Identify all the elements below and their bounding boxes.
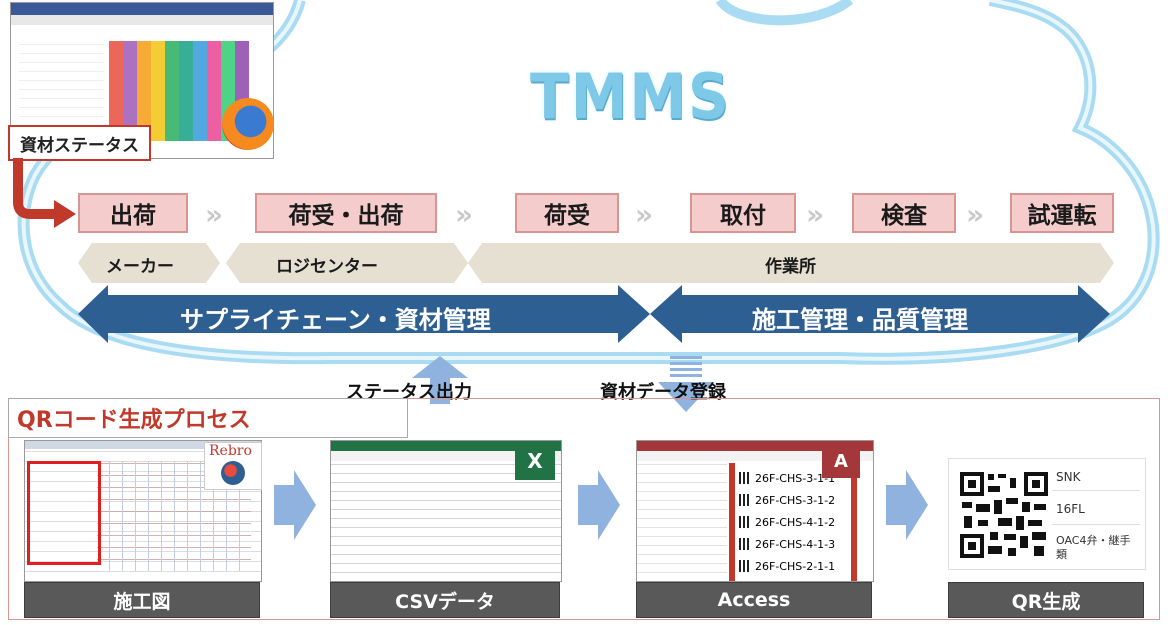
stage-shipping: 出荷: [78, 193, 188, 233]
process-arrow-icon: [578, 470, 620, 540]
stage-install: 取付: [690, 193, 796, 233]
material-register-label: 資材データ登録: [600, 382, 726, 403]
management-bands: [78, 285, 1110, 343]
access-screenshot: 26F-CHS-3-1-1 26F-CHS-3-1-2 26F-CHS-4-1-…: [636, 440, 874, 582]
role-band: [78, 243, 1114, 283]
drawing-screenshot: [24, 440, 262, 582]
process-frame: [8, 398, 1160, 620]
process-arrow-icon: [886, 470, 928, 540]
status-output-label: ステータス出力: [346, 382, 472, 403]
band-supply-chain: サプライチェーン・資材管理: [180, 306, 491, 334]
qr-field-type: OAC4弁・継手類: [1056, 534, 1131, 561]
stage-receive: 荷受: [515, 193, 619, 233]
access-icon: A: [822, 444, 860, 478]
qr-divider: [1052, 524, 1140, 525]
firefox-icon: [222, 98, 274, 150]
access-record: 26F-CHS-2-1-1: [739, 557, 849, 575]
status-tag: 資材ステータス: [8, 125, 151, 161]
stage-receive-ship: 荷受・出荷: [255, 193, 437, 233]
process-arrow-icon: [274, 470, 316, 540]
stage-test-run: 試運転: [1010, 193, 1114, 233]
step-access-label: Access: [636, 582, 872, 618]
stage-inspection: 検査: [852, 193, 956, 233]
chevron-icon: »: [205, 198, 223, 231]
diagram-title: TMMS: [530, 60, 731, 133]
access-record: 26F-CHS-4-1-2: [739, 513, 849, 531]
rebro-logo: Rebro: [204, 442, 262, 490]
qr-field-company: SNK: [1056, 470, 1081, 484]
qr-field-floor: 16FL: [1056, 502, 1085, 516]
band-construction: 施工管理・品質管理: [752, 306, 968, 334]
excel-icon: X: [515, 442, 555, 480]
role-logistics-center: ロジセンター: [276, 257, 378, 277]
selection-highlight: [27, 461, 101, 565]
role-site: 作業所: [765, 257, 816, 277]
qr-mini-icon: [739, 560, 751, 572]
access-record: 26F-CHS-3-1-1: [739, 469, 849, 487]
qr-mini-icon: [739, 516, 751, 528]
step-drawing-label: 施工図: [24, 582, 260, 618]
qr-divider: [1052, 490, 1140, 491]
process-title: QRコード生成プロセス: [17, 408, 251, 433]
qr-mini-icon: [739, 494, 751, 506]
status-output-arrow: [412, 356, 468, 404]
chevron-icon: »: [455, 198, 473, 231]
rebro-globe-icon: [221, 461, 245, 485]
role-maker: メーカー: [106, 257, 174, 277]
chevron-icon: »: [806, 198, 824, 231]
access-record: 26F-CHS-4-1-3: [739, 535, 849, 553]
status-tag-label: 資材ステータス: [20, 135, 139, 156]
chevron-icon: »: [966, 198, 984, 231]
access-record: 26F-CHS-3-1-2: [739, 491, 849, 509]
qr-mini-icon: [739, 472, 751, 484]
step-csv-label: CSVデータ: [330, 582, 560, 618]
material-register-arrow: [658, 356, 714, 412]
process-title-box: QRコード生成プロセス: [8, 398, 408, 438]
chevron-icon: »: [635, 198, 653, 231]
step-qr-label: QR生成: [948, 582, 1144, 618]
status-arrow: [13, 158, 76, 228]
qr-code-icon: [958, 470, 1050, 560]
qr-mini-icon: [739, 538, 751, 550]
